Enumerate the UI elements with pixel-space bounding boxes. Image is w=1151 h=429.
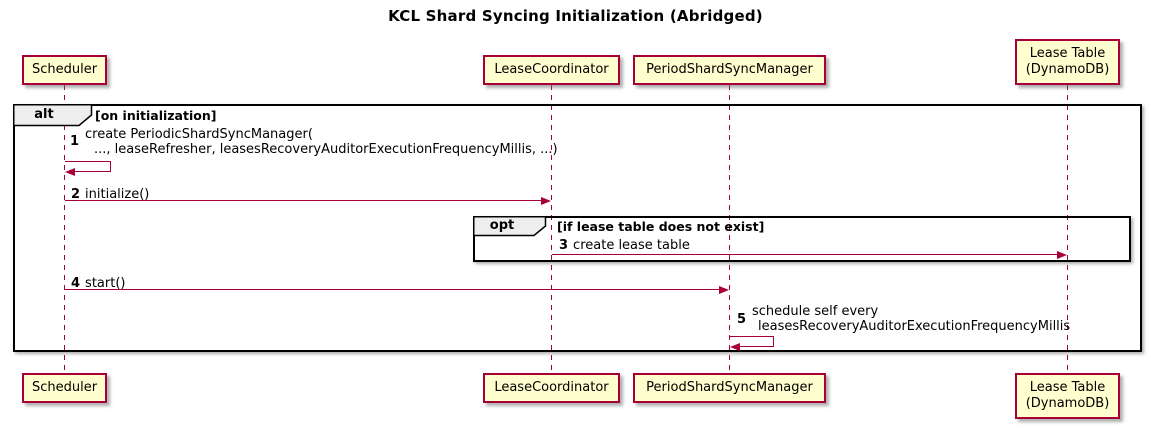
participant-scheduler-top: Scheduler [22,55,107,85]
message-5-arrowhead-icon [730,343,740,351]
opt-keyword: opt [489,218,515,233]
message-1-self-arrow-top [65,161,110,162]
participant-label: LeaseCoordinator [494,62,609,77]
message-2-number: 2 [71,187,81,202]
participant-lease-table-top: Lease Table (DynamoDB) [1015,39,1120,85]
message-2-arrow-line [65,200,543,201]
message-4-number: 4 [71,276,81,291]
message-1-text-line2: ..., leaseRefresher, leasesRecoveryAudit… [94,142,558,157]
participant-lease-coordinator-bottom: LeaseCoordinator [483,373,620,403]
message-5-self-arrow-side [773,336,774,347]
message-5-number: 5 [737,312,747,327]
lifeline-scheduler [64,85,65,373]
message-1-text-line1: create PeriodicShardSyncManager( [85,127,313,142]
message-1-number: 1 [70,134,80,149]
message-3-arrow-line [552,254,1058,255]
participant-label: Scheduler [31,380,98,395]
alt-frame: alt [on initialization] [13,104,1142,352]
alt-frame-label-shape [13,104,93,127]
participant-label: PeriodShardSyncManager [646,62,813,77]
opt-condition: [if lease table does not exist] [557,219,765,234]
opt-frame-label-shape [473,216,547,237]
participant-label-line1: Lease Table [1029,46,1106,61]
message-1-self-arrow-bottom [74,171,110,172]
message-2-text: 2 initialize() [71,187,149,202]
message-4-label: start() [85,276,126,291]
participant-label: PeriodShardSyncManager [646,380,813,395]
participant-label-line1: Lease Table [1029,380,1106,395]
alt-condition: [on initialization] [95,108,217,123]
participant-label: Scheduler [31,62,98,77]
participant-lease-coordinator-top: LeaseCoordinator [483,55,620,85]
message-4-arrow-line [65,289,720,290]
lifeline-period-shard-sync-manager [729,85,730,373]
message-4-text: 4 start() [71,276,125,291]
participant-period-shard-sync-manager-bottom: PeriodShardSyncManager [633,373,826,403]
message-3-number: 3 [559,238,569,253]
message-3-text: 3 create lease table [559,238,690,253]
message-2-label: initialize() [85,187,150,202]
message-1-arrowhead-icon [65,168,75,176]
message-5-self-arrow-bottom [739,346,774,347]
participant-lease-table-bottom: Lease Table (DynamoDB) [1015,373,1120,419]
message-5-self-arrow-top [730,336,774,337]
lifeline-lease-coordinator [551,85,552,373]
alt-keyword: alt [34,107,54,122]
message-5-text-line2: leasesRecoveryAuditorExecutionFrequencyM… [758,319,1071,334]
diagram-title: KCL Shard Syncing Initialization (Abridg… [388,7,763,25]
message-4-arrowhead-icon [719,286,729,294]
opt-frame: opt [if lease table does not exist] [473,216,1131,262]
message-3-label: create lease table [573,238,690,253]
participant-period-shard-sync-manager-top: PeriodShardSyncManager [633,55,826,85]
message-1-self-arrow-side [110,161,111,172]
participant-scheduler-bottom: Scheduler [22,373,107,403]
lifeline-lease-table [1067,85,1068,373]
message-3-arrowhead-icon [1057,251,1067,259]
message-2-arrowhead-icon [541,197,551,205]
participant-label-line2: (DynamoDB) [1025,62,1110,77]
message-5-text-line1: schedule self every [752,304,879,319]
participant-label: LeaseCoordinator [494,380,609,395]
participant-label-line2: (DynamoDB) [1025,396,1110,411]
